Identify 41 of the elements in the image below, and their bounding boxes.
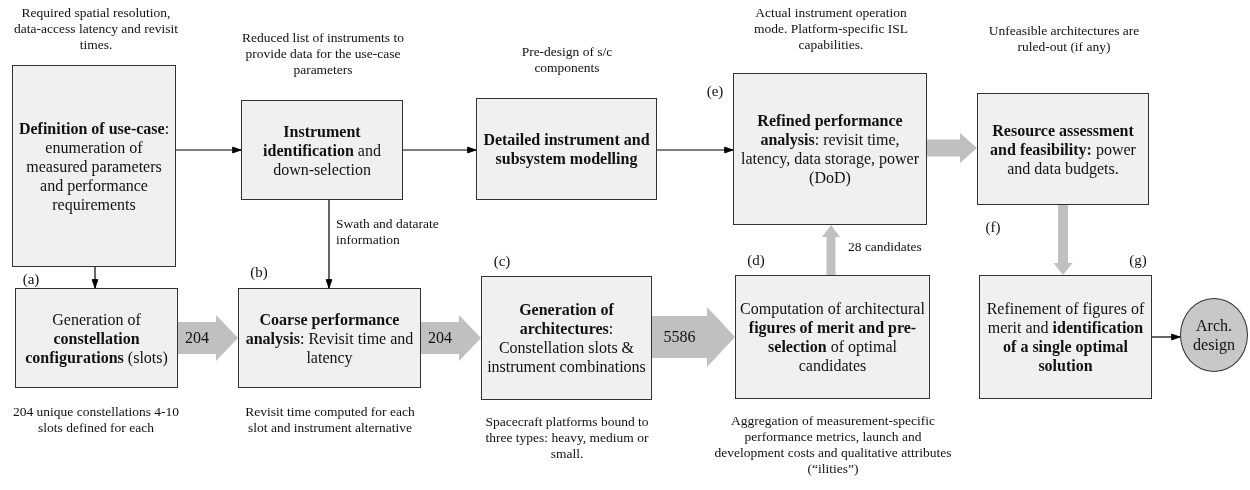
step-letter: (g): [1128, 252, 1148, 268]
block-arrow: [1053, 205, 1073, 275]
step-letter: (c): [492, 253, 512, 269]
block-arrow: [178, 315, 238, 361]
arrow: [656, 146, 734, 154]
step-text: Computation of architectural figures of merit and pre-selection of optimal candidates: [739, 299, 926, 375]
block-arrow: [927, 133, 977, 163]
step-text: Resource assessment and feasibility: power and data budgets.: [989, 120, 1137, 178]
edge-label: 28 candidates: [848, 239, 923, 255]
step-letter: (f): [984, 219, 1002, 235]
step-text: Arch. design: [1192, 316, 1236, 354]
step-text: Definition of use-case: enumeration of measured parameters and performance requirements: [17, 118, 171, 214]
step-note: Actual instrument operation mode. Platform-specific ISL capabilities.: [752, 5, 910, 53]
step-text: Detailed instrument and subsystem modelling: [482, 130, 651, 168]
step-note: Spacecraft platforms bound to three types: heavy, medium or small.: [484, 414, 650, 462]
edge-label: 204: [184, 329, 210, 347]
edge-label: 5586: [662, 328, 697, 346]
step-letter: (d): [746, 252, 766, 268]
step-letter: (b): [249, 264, 269, 280]
step-note: 204 unique constellations 4-10 slots defined for each: [11, 404, 181, 436]
step-note: Aggregation of measurement-specific performance metrics, launch and development costs and qualitative attributes (“ilities”): [713, 413, 953, 477]
step-text: Coarse performance analysis: Revisit time and latency: [244, 309, 415, 367]
step-text: Generation of constellation configurations (slots): [24, 309, 169, 367]
edge-label: Swath and datarate information: [336, 216, 440, 248]
arrow: [1151, 333, 1181, 341]
arrow: [175, 146, 242, 154]
step-text: Instrument identification and down-selection: [262, 121, 382, 179]
step-letter: (e): [705, 83, 725, 99]
block-arrow: [421, 315, 481, 361]
block-arrow: [822, 225, 840, 275]
step-note: Reduced list of instruments to provide data for the use-case parameters: [241, 30, 405, 78]
step-letter: (a): [21, 271, 41, 287]
edge-label: 204: [427, 329, 453, 347]
step-note: Pre-design of s/c components: [520, 44, 614, 76]
step-note: Required spatial resolution, data-access latency and revisit times.: [13, 5, 179, 53]
step-note: Revisit time computed for each slot and instrument alternative: [244, 404, 416, 436]
step-text: Refinement of figures of merit and identification of a single optimal solution: [985, 299, 1146, 375]
step-note: Unfeasible architectures are ruled-out (if any): [987, 23, 1141, 55]
step-text: Generation of architectures: Constellation slots & instrument combinations: [486, 300, 647, 376]
block-arrow: [652, 307, 735, 367]
step-text: Refined performance analysis: revisit time, latency, data storage, power (DoD): [740, 111, 920, 187]
